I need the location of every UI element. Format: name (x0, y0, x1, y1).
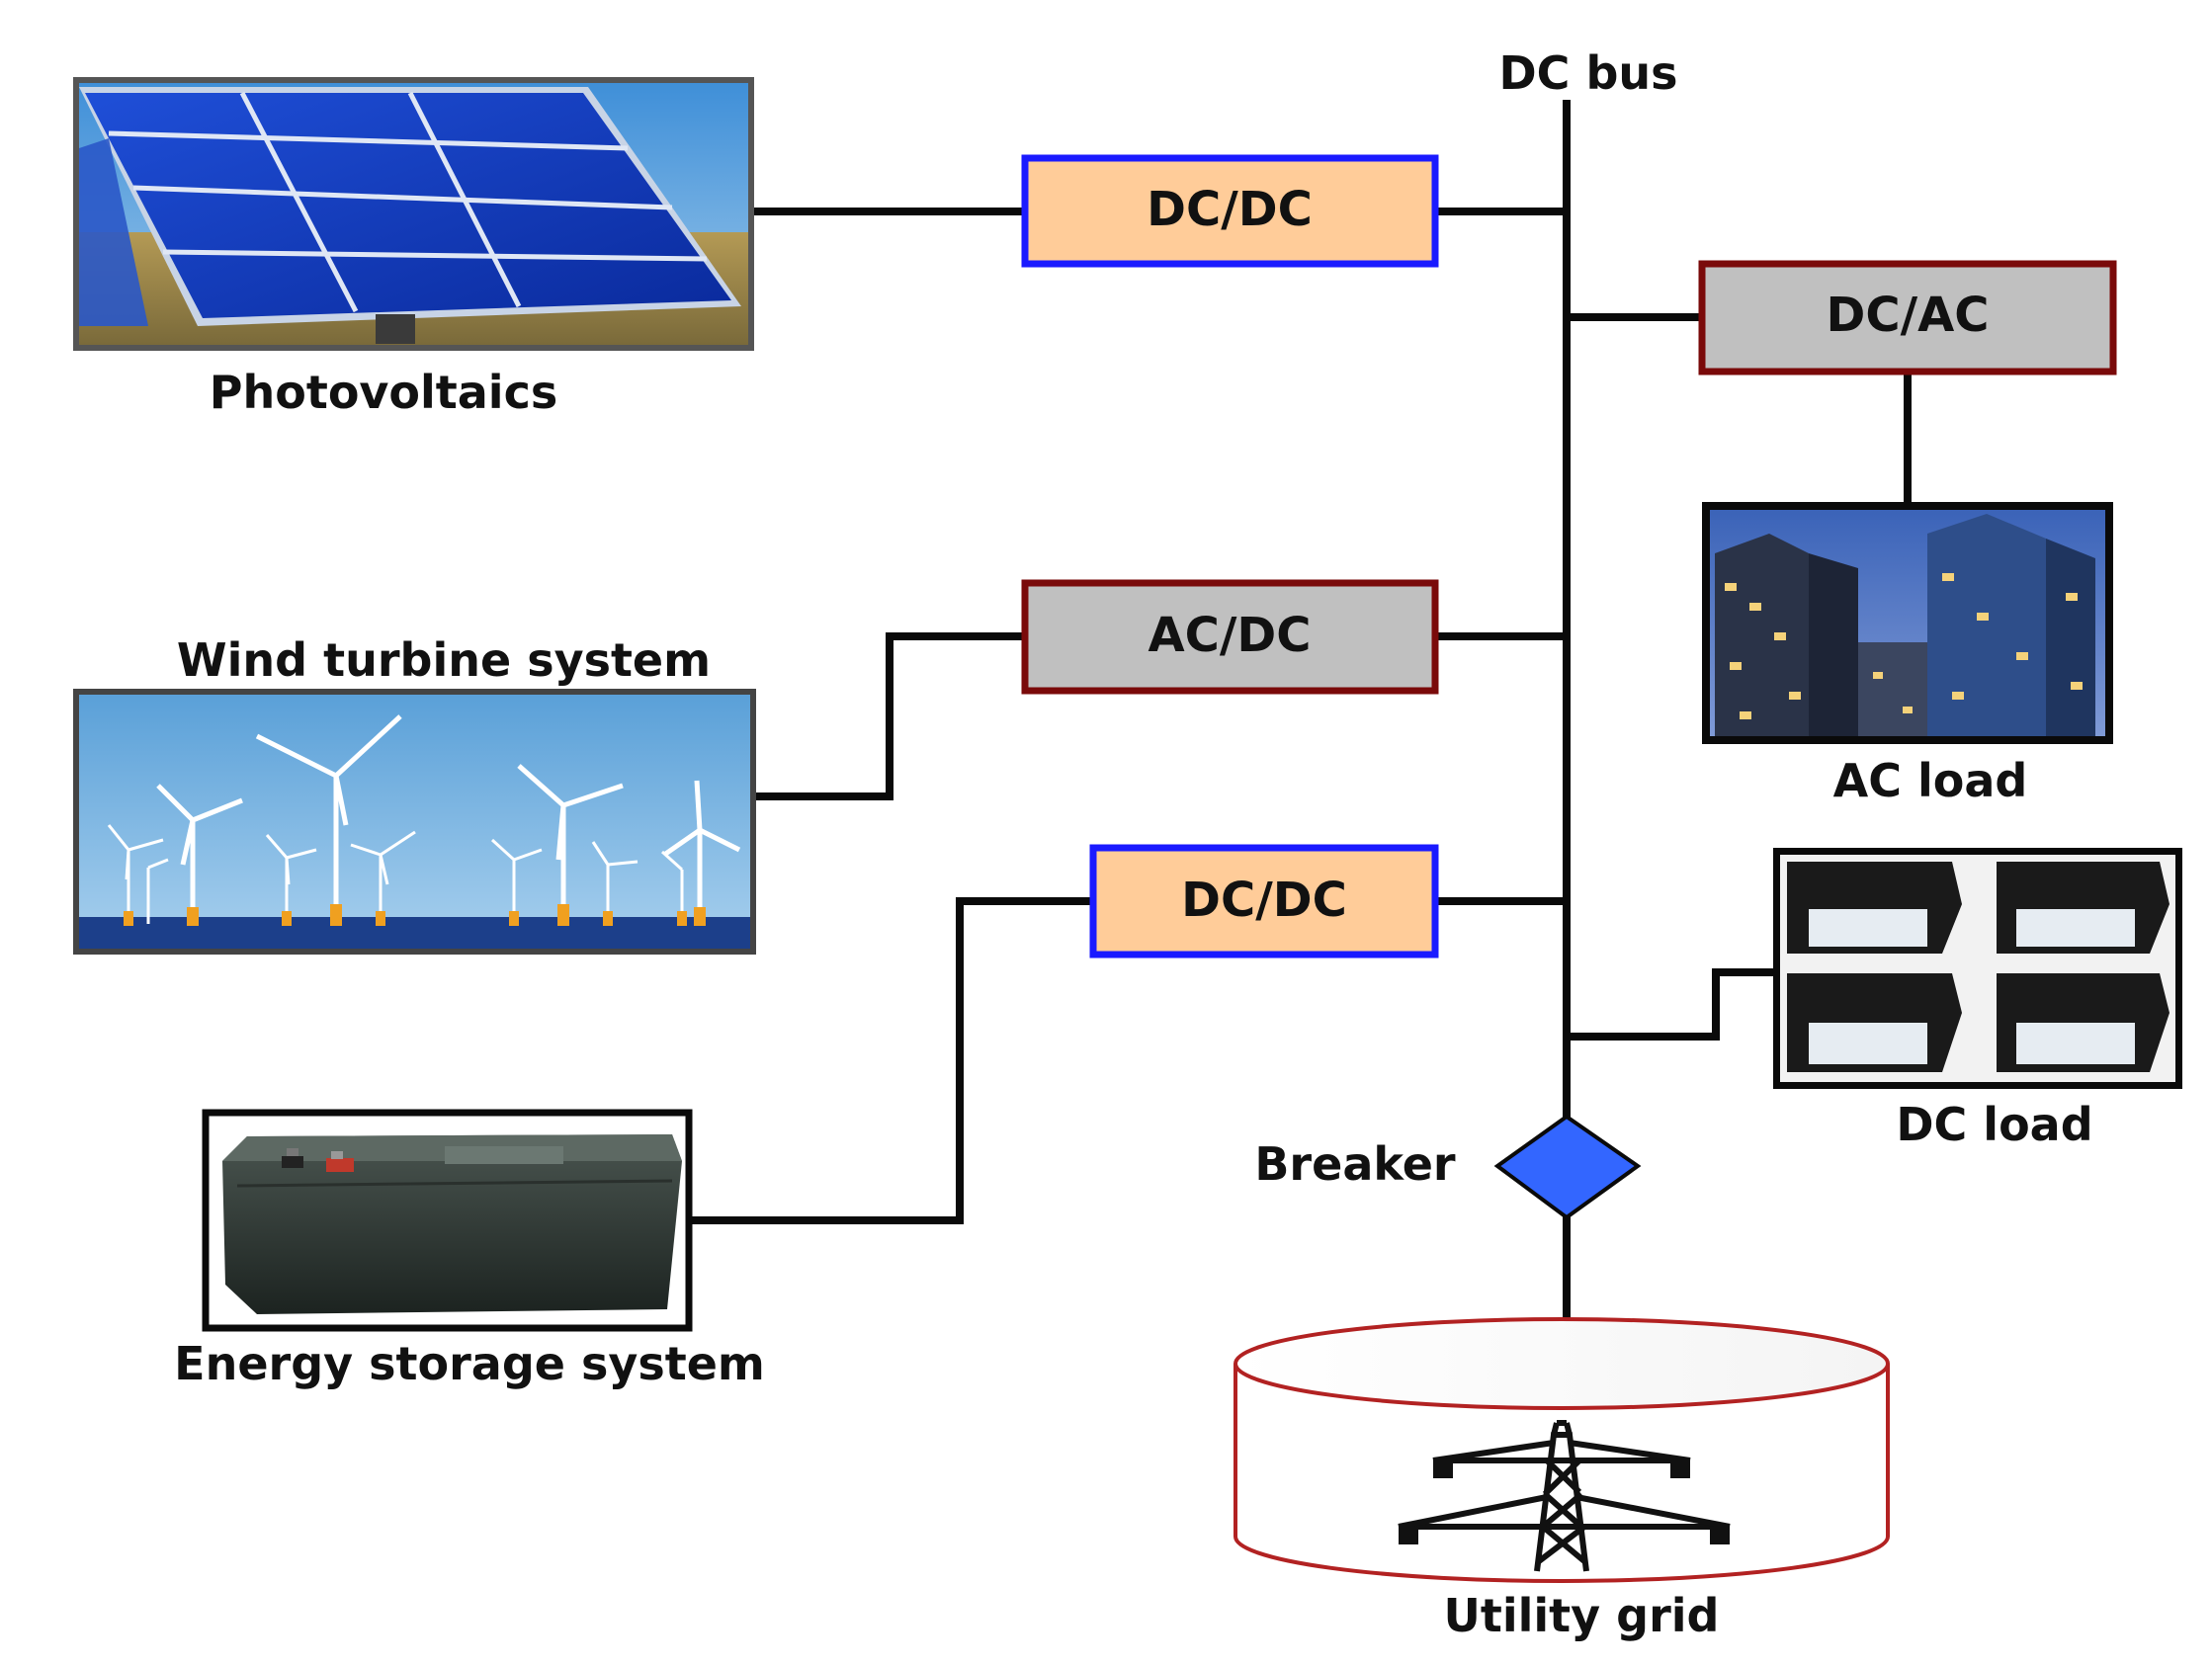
wind-acdc-converter: AC/DC (1021, 579, 1439, 695)
dcac-converter-label: DC/AC (1827, 288, 1990, 343)
storage-converter-label: DC/DC (1181, 873, 1347, 928)
pv-dcdc-converter: DC/DC (1021, 154, 1439, 268)
dcac-converter: DC/AC (1698, 260, 2117, 375)
dc-bus-label: DC bus (1498, 46, 1677, 100)
storage-label: Energy storage system (174, 1337, 765, 1390)
wind-converter-label: AC/DC (1149, 608, 1312, 663)
breaker-label: Breaker (1254, 1137, 1456, 1191)
dcload-link (1563, 968, 1777, 1041)
ac-load-image (1702, 502, 2113, 744)
utility-grid-symbol (1234, 1317, 1890, 1583)
wind-link (752, 632, 1029, 800)
transmission-tower-icon (1398, 1420, 1731, 1572)
wiring (685, 100, 1912, 1333)
storage-link (685, 897, 1097, 1224)
dc-load-image (1773, 848, 2182, 1089)
wind-turbine-image (73, 689, 756, 955)
pv-converter-label: DC/DC (1147, 182, 1313, 237)
battery-image (202, 1109, 693, 1332)
storage-dcdc-converter: DC/DC (1089, 844, 1439, 959)
pv-label: Photovoltaics (210, 366, 557, 419)
ac-load-label: AC load (1833, 754, 2028, 807)
breaker-symbol (1493, 1114, 1642, 1220)
utility-grid-label: Utility grid (1444, 1589, 1720, 1642)
wind-label: Wind turbine system (177, 633, 711, 687)
dc-load-lamps (1787, 862, 2169, 1072)
pv-panel-image (73, 77, 754, 351)
dc-load-label: DC load (1896, 1098, 2092, 1151)
